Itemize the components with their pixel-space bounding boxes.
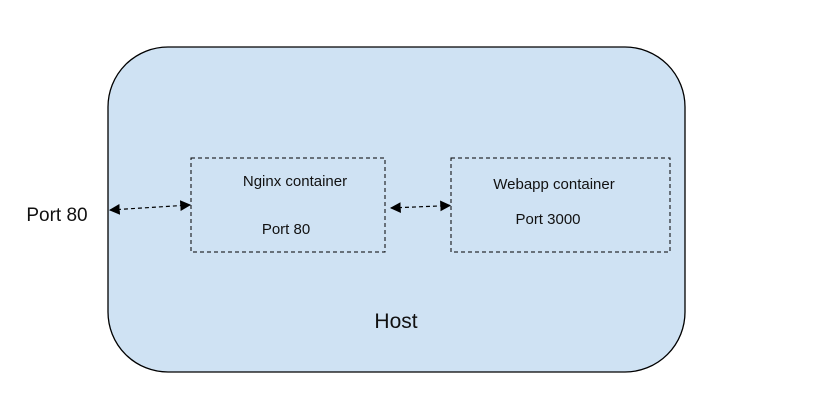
host-label: Host [374, 310, 417, 333]
webapp-container: Webapp container Port 3000 [450, 157, 671, 253]
webapp-container-name: Webapp container [493, 176, 614, 193]
connection-external-to-nginx [108, 200, 192, 215]
connection-nginx-to-webapp [389, 200, 452, 213]
nginx-container-name: Nginx container [243, 173, 347, 190]
external-port-label: Port 80 [26, 205, 87, 226]
nginx-container-port: Port 80 [262, 221, 310, 238]
webapp-container-port: Port 3000 [515, 211, 580, 228]
webapp-container-box [450, 157, 671, 253]
